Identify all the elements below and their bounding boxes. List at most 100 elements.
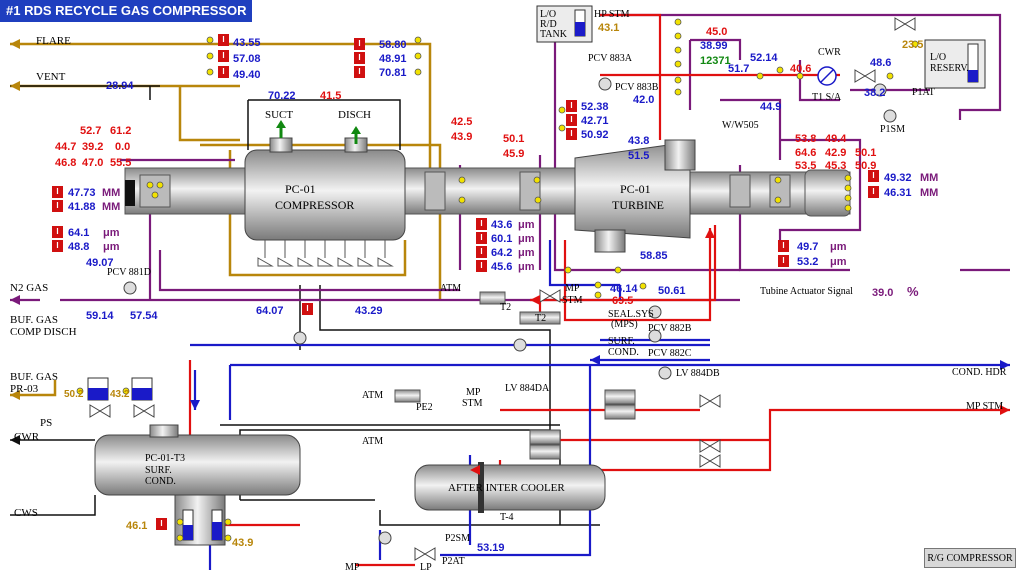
interlock-box[interactable]: I [218, 34, 229, 46]
interlock-box[interactable]: I [476, 246, 487, 258]
cwr-left-label: CWR [14, 431, 40, 443]
hp-stm-label: HP STM [594, 9, 630, 20]
pv-reading: 43.1 [598, 22, 620, 34]
pv-reading: 50.9 [855, 160, 877, 172]
mp-stm-b2: STM [462, 398, 483, 409]
buf-gas-pr-label: BUF. GAS [10, 371, 59, 383]
cooler-label: AFTER INTER COOLER [448, 482, 565, 494]
compressor-drains [257, 240, 394, 267]
seal-sys-label: SEAL.SYS [608, 309, 654, 320]
pv-reading: 45.3 [825, 160, 847, 172]
surf-label: SURF. [608, 336, 635, 347]
pc01-turbine[interactable] [574, 141, 691, 239]
interlock-box[interactable]: I [566, 114, 577, 126]
pv-reading: 50.1 [503, 133, 525, 145]
pv-reading: 47.73 [68, 187, 96, 199]
pv-reading: 64.07 [256, 305, 284, 317]
pv-reading: 48.91 [379, 53, 407, 65]
pv-reading: 43.55 [233, 37, 261, 49]
turbine-label-1: PC-01 [620, 182, 651, 196]
pv-reading: 43.8 [628, 135, 650, 147]
interlock-box[interactable]: I [566, 128, 577, 140]
interlock-box[interactable]: I [778, 240, 789, 252]
unit-um: μm [103, 241, 120, 253]
buf-gas-label: BUF. GAS [10, 314, 59, 326]
pv-reading: 0.0 [115, 141, 131, 153]
unit-mm: MM [920, 172, 939, 184]
interlock-box[interactable]: I [476, 218, 487, 230]
pv-reading: 49.4 [825, 133, 847, 145]
page-title: #1 RDS RECYCLE GAS COMPRESSOR [0, 0, 252, 22]
interlock-box[interactable]: I [156, 518, 167, 530]
pv-reading: 64.1 [68, 227, 90, 239]
pv-reading: 46.31 [884, 187, 912, 199]
interlock-box[interactable]: I [476, 260, 487, 272]
atm-label-3: ATM [362, 436, 384, 447]
condenser-label-1: PC-01-T3 [145, 453, 185, 464]
pv-reading: 59.14 [86, 310, 114, 322]
pv-reading: 58.85 [640, 250, 668, 262]
interlock-box[interactable]: I [778, 255, 789, 267]
pv-reading: 42.71 [581, 115, 609, 127]
turbine-label-2: TURBINE [612, 198, 664, 212]
lo-tank-label-1: L/O [540, 9, 557, 20]
unit-um: μm [518, 261, 535, 273]
interlock-box[interactable]: I [218, 66, 229, 78]
pv-reading: 50.2 [64, 389, 84, 400]
interlock-box[interactable]: I [52, 186, 63, 198]
after-inter-cooler[interactable] [414, 464, 606, 511]
pe2-label: PE2 [416, 402, 433, 413]
interlock-box[interactable]: I [476, 232, 487, 244]
lo-tank-label-2: R/D [540, 19, 557, 30]
unit-um: μm [518, 233, 535, 245]
t2-label-a: T2 [500, 302, 512, 313]
pv-reading: 58.80 [379, 39, 407, 51]
lo-tank-label-3: TANK [540, 29, 567, 40]
t4-label: T-4 [500, 512, 514, 523]
pv-reading: 49.40 [233, 69, 261, 81]
pv-reading: 44.7 [55, 141, 77, 153]
interlock-box[interactable]: I [52, 200, 63, 212]
pv-reading: 23.5 [902, 39, 924, 51]
interlock-box[interactable]: I [52, 240, 63, 252]
interlock-box[interactable]: I [218, 50, 229, 62]
interlock-box[interactable]: I [52, 226, 63, 238]
condenser-label-2: SURF. [145, 465, 172, 476]
actuator-signal-label: Tubine Actuator Signal [760, 286, 853, 297]
mp-stm-a1: MP [565, 283, 580, 294]
interlock-box[interactable]: I [566, 100, 577, 112]
pv-reading: 46.8 [55, 157, 77, 169]
pv-reading: 48.6 [870, 57, 892, 69]
pv-reading: 41.5 [320, 90, 342, 102]
cws-left-label: CWS [14, 507, 38, 519]
pv-reading: 45.0 [706, 26, 728, 38]
pv-reading: 64.6 [795, 147, 817, 159]
interlock-box[interactable]: I [302, 303, 313, 315]
pv-reading: 70.81 [379, 67, 407, 79]
interlock-box[interactable]: I [868, 170, 879, 182]
unit-um: μm [830, 241, 847, 253]
pv-reading: 50.61 [658, 285, 686, 297]
pv-reading: 57.08 [233, 53, 261, 65]
p1sm-label: P1SM [880, 124, 906, 135]
pv-reading: 46.14 [610, 283, 638, 295]
interlock-box[interactable]: I [354, 38, 365, 50]
ww505-label: W/W505 [722, 120, 759, 131]
pv-reading: 69.5 [612, 295, 634, 307]
pv-reading: 53.8 [795, 133, 817, 145]
pc01-t3-surface-condenser[interactable] [94, 434, 301, 496]
rg-compressor-button[interactable]: R/G COMPRESSOR [924, 548, 1016, 568]
lv884db-label: LV 884DB [676, 368, 720, 379]
pv-reading: 43.2 [110, 389, 130, 400]
interlock-box[interactable]: I [354, 66, 365, 78]
pcv881d-label: PCV 881D [107, 267, 151, 278]
interlock-box[interactable]: I [868, 186, 879, 198]
pv-reading: 51.5 [628, 150, 650, 162]
p2sm-label: P2SM [445, 533, 471, 544]
pv-reading: 60.1 [491, 233, 513, 245]
interlock-box[interactable]: I [354, 52, 365, 64]
pv-reading: 52.7 [80, 125, 102, 137]
pv-reading: 49.7 [797, 241, 819, 253]
pr03-label: PR-03 [10, 383, 39, 395]
pc01-compressor[interactable] [244, 149, 406, 241]
